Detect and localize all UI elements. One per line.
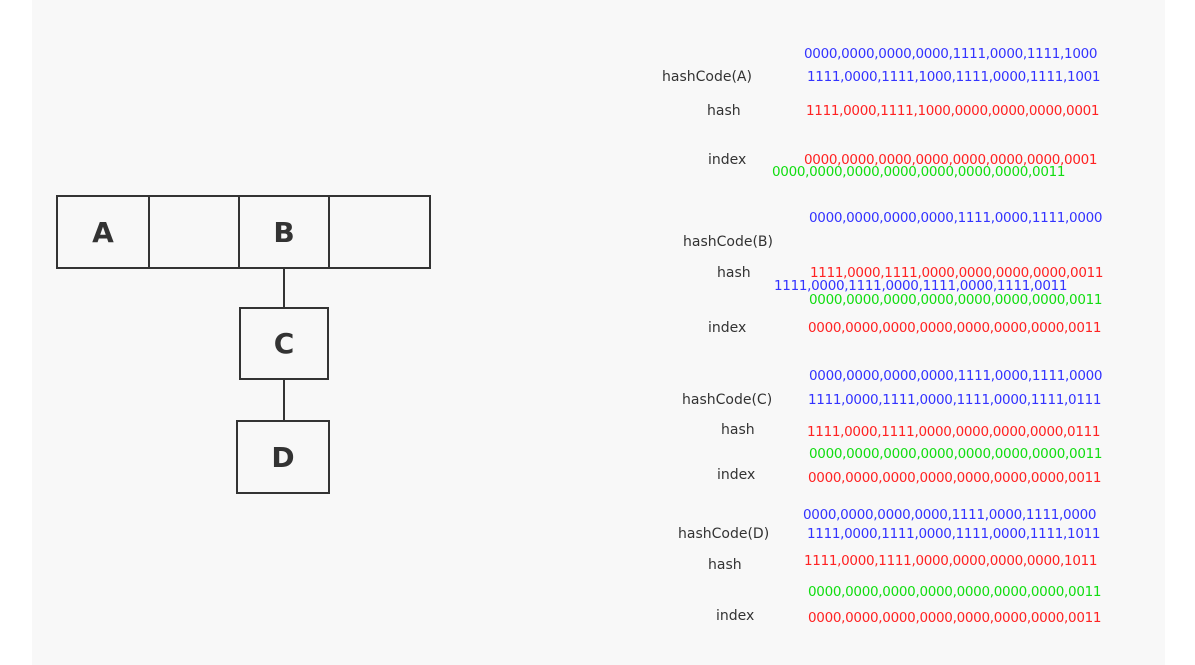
a-index: 0000,0000,0000,0000,0000,0000,0000,0001 bbox=[804, 152, 1098, 168]
chain-node-d: D bbox=[236, 420, 330, 494]
c-shifted: 0000,0000,0000,0000,1111,0000,1111,0000 bbox=[809, 368, 1103, 384]
c-index: 0000,0000,0000,0000,0000,0000,0000,0011 bbox=[808, 470, 1102, 486]
c-hashcode: 1111,0000,1111,0000,1111,0000,1111,0111 bbox=[808, 392, 1102, 408]
c-index-label: index bbox=[717, 467, 756, 483]
d-hash-label: hash bbox=[708, 557, 742, 573]
b-hash-label: hash bbox=[717, 265, 751, 281]
a-hash-label: hash bbox=[707, 103, 741, 119]
d-index-label: index bbox=[716, 608, 755, 624]
b-shifted: 0000,0000,0000,0000,1111,0000,1111,0000 bbox=[809, 210, 1103, 226]
b-hash: 1111,0000,1111,0000,0000,0000,0000,0011 bbox=[810, 265, 1104, 281]
b-hashcode-label: hashCode(B) bbox=[683, 234, 773, 250]
chain-link-b-c bbox=[283, 269, 285, 309]
d-mask: 0000,0000,0000,0000,0000,0000,0000,0011 bbox=[808, 584, 1102, 600]
table-slot-0: A bbox=[56, 195, 150, 269]
chain-link-c-d bbox=[283, 380, 285, 422]
d-hash: 1111,0000,1111,0000,0000,0000,0000,1011 bbox=[804, 553, 1098, 569]
table-slot-0-label: A bbox=[92, 215, 114, 249]
c-hash: 1111,0000,1111,0000,0000,0000,0000,0111 bbox=[807, 424, 1101, 440]
chain-node-d-label: D bbox=[271, 440, 295, 474]
table-slot-2-label: B bbox=[273, 215, 295, 249]
b-index-label: index bbox=[708, 320, 747, 336]
d-index: 0000,0000,0000,0000,0000,0000,0000,0011 bbox=[808, 610, 1102, 626]
a-mask: 0000,0000,0000,0000,0000,0000,0000,0011 bbox=[772, 164, 1066, 180]
a-hashcode-label: hashCode(A) bbox=[662, 69, 752, 85]
c-hash-label: hash bbox=[721, 422, 755, 438]
d-hashcode-label: hashCode(D) bbox=[678, 526, 770, 542]
a-index-label: index bbox=[708, 152, 747, 168]
chain-node-c-label: C bbox=[273, 327, 295, 360]
chain-node-c: C bbox=[239, 307, 329, 380]
a-hashcode: 1111,0000,1111,1000,1111,0000,1111,1001 bbox=[807, 69, 1101, 85]
b-mask: 0000,0000,0000,0000,0000,0000,0000,0011 bbox=[809, 292, 1103, 308]
a-hash: 1111,0000,1111,1000,0000,0000,0000,0001 bbox=[806, 103, 1100, 119]
d-shifted: 0000,0000,0000,0000,1111,0000,1111,0000 bbox=[803, 507, 1097, 523]
table-slot-1 bbox=[148, 195, 240, 269]
diagram-canvas: A B C D 0000,0000,0000,0000,1111,0000,11… bbox=[32, 0, 1165, 665]
c-hashcode-label: hashCode(C) bbox=[682, 392, 773, 408]
c-mask: 0000,0000,0000,0000,0000,0000,0000,0011 bbox=[809, 446, 1103, 462]
b-hashcode: 1111,0000,1111,0000,1111,0000,1111,0011 bbox=[774, 278, 1068, 294]
table-slot-3 bbox=[328, 195, 431, 269]
a-shifted: 0000,0000,0000,0000,1111,0000,1111,1000 bbox=[804, 46, 1098, 62]
b-index: 0000,0000,0000,0000,0000,0000,0000,0011 bbox=[808, 320, 1102, 336]
d-hashcode: 1111,0000,1111,0000,1111,0000,1111,1011 bbox=[807, 526, 1101, 542]
table-slot-2: B bbox=[238, 195, 330, 269]
